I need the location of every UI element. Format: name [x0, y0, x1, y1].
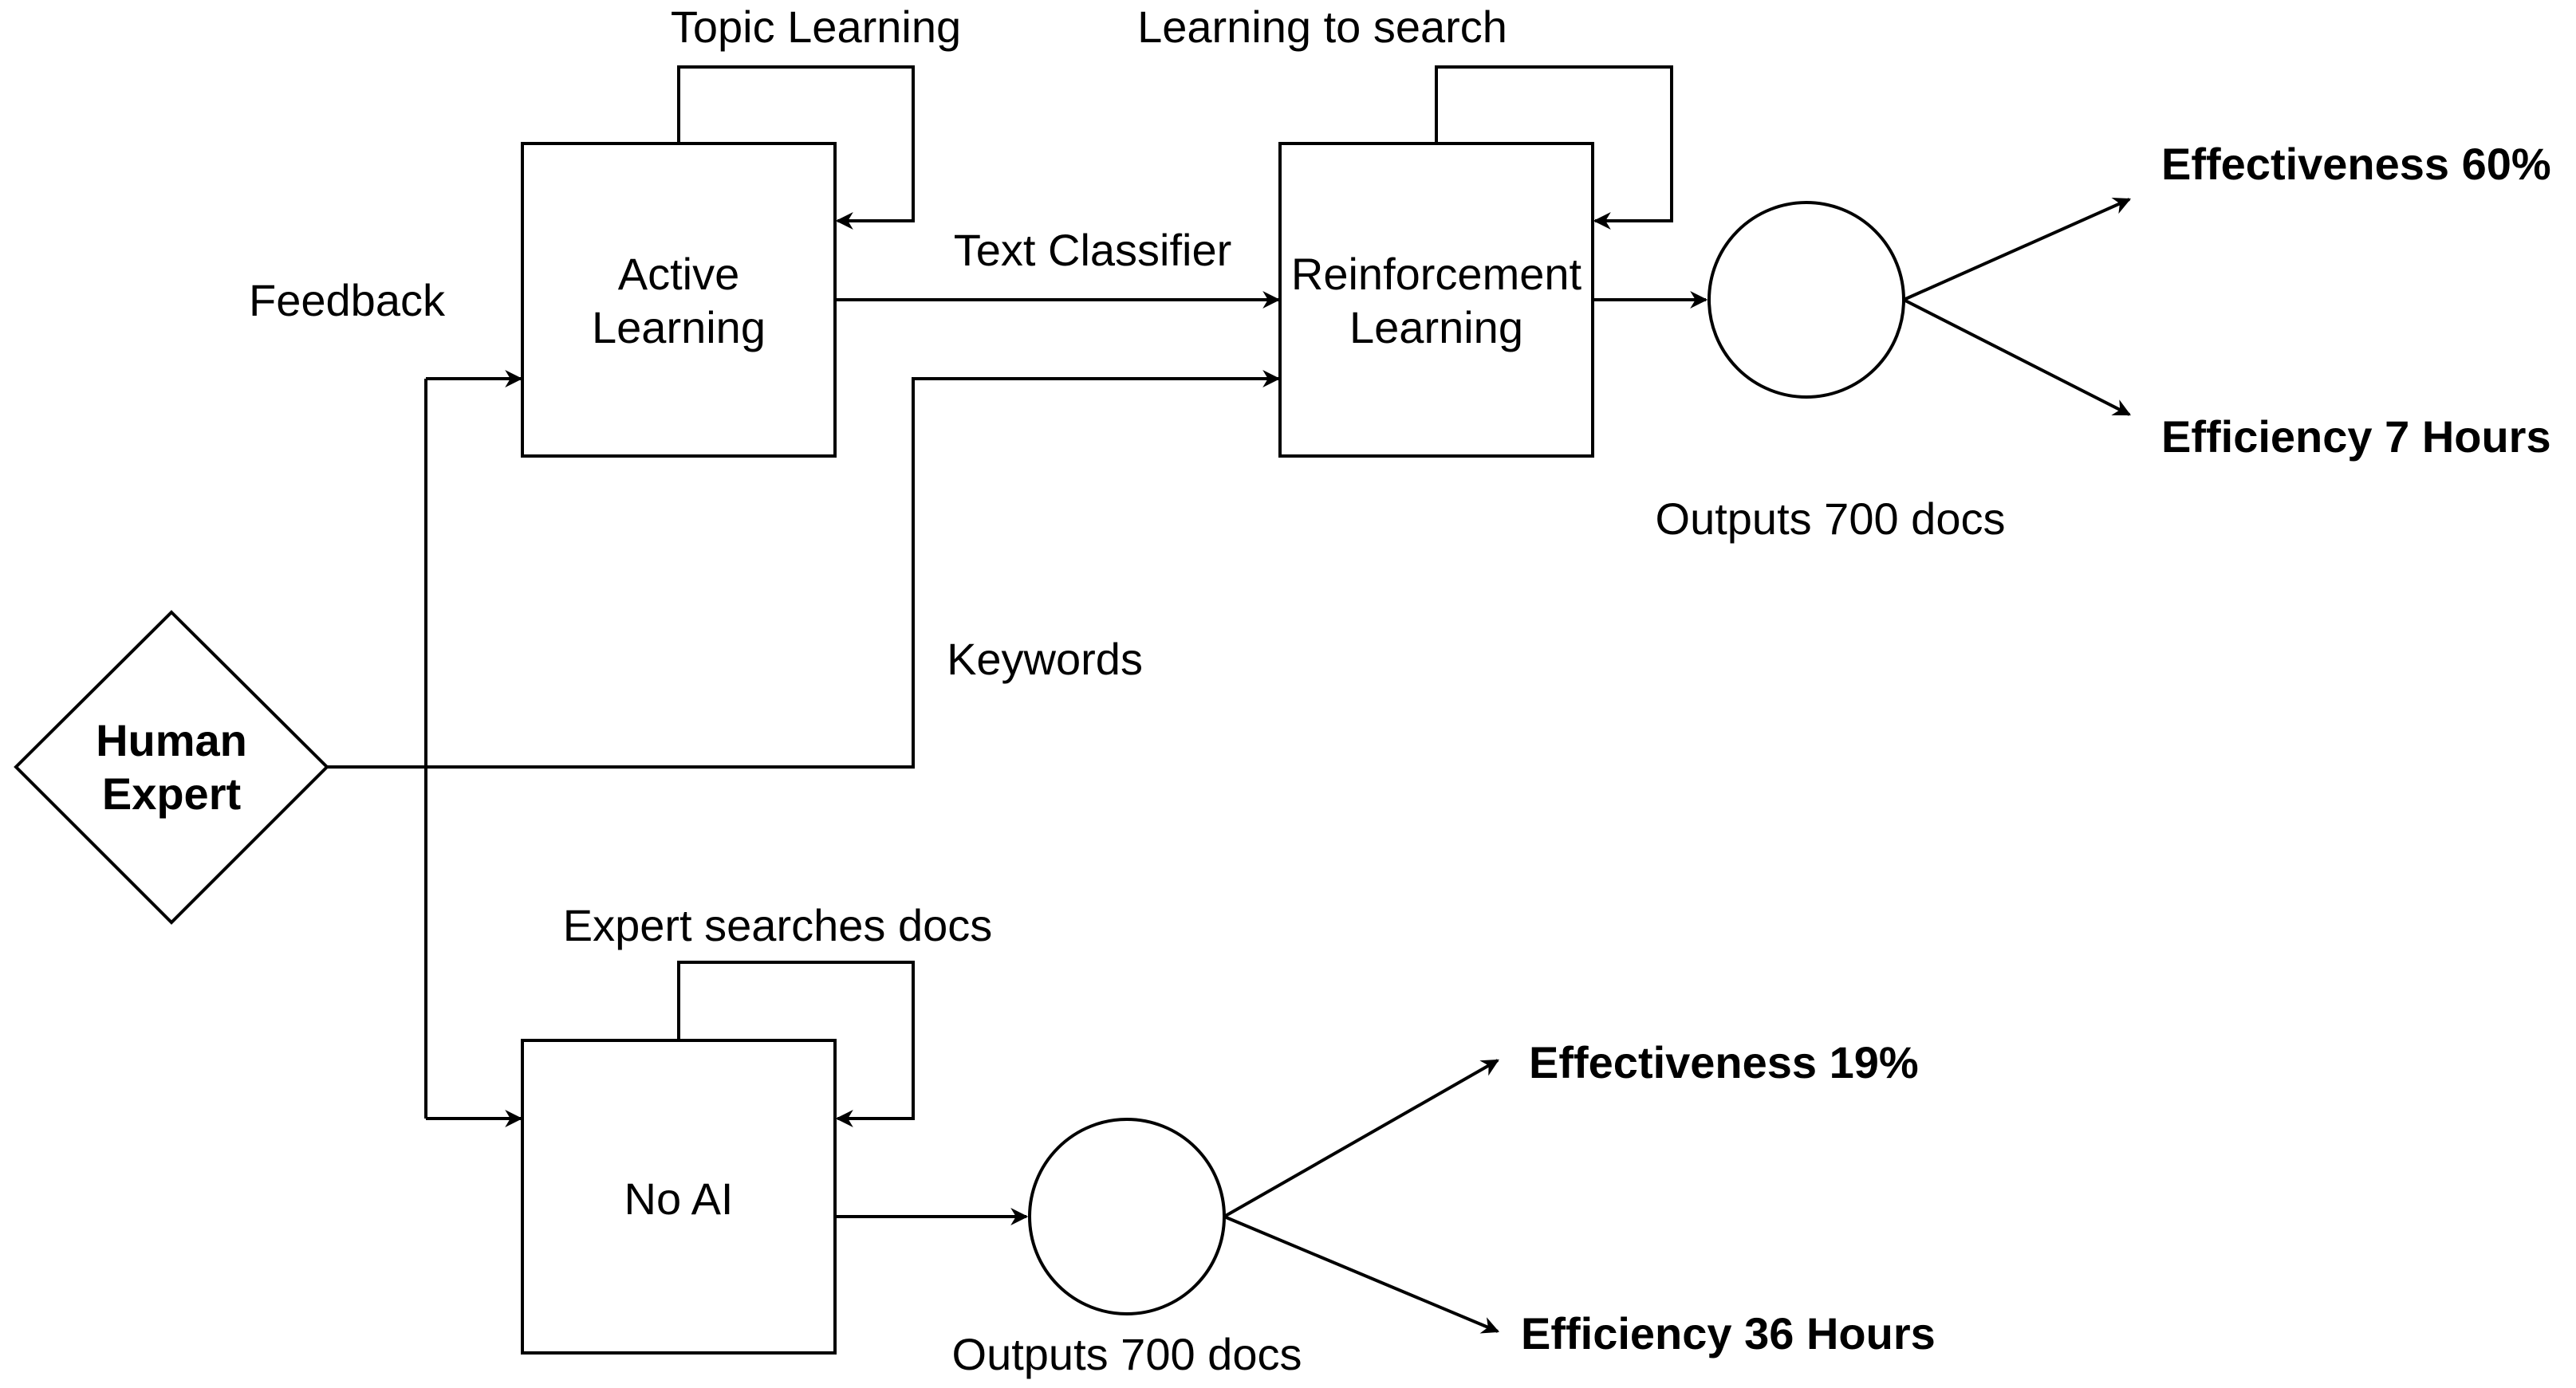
no-ai-efficiency-value: Efficiency 36 Hours	[1521, 1308, 1936, 1359]
keywords-label: Keywords	[947, 634, 1143, 684]
no-ai-output-node	[1028, 1118, 1226, 1315]
active-learning-label-line1: Active	[618, 249, 740, 299]
ai-output-node	[1707, 201, 1905, 399]
reinforcement-learning-label-line1: Reinforcement	[1291, 249, 1582, 299]
no-ai-node	[521, 1039, 837, 1355]
no-ai-outputs-docs-label: Outputs 700 docs	[952, 1329, 1302, 1379]
text-classifier-label: Text Classifier	[954, 225, 1232, 275]
ai-outputs-docs-label: Outputs 700 docs	[1656, 493, 2006, 544]
active-learning-label-line2: Learning	[592, 302, 766, 352]
human-expert-label-line2: Expert	[102, 769, 241, 819]
no-ai-effectiveness-value: Effectiveness 19%	[1529, 1037, 1919, 1087]
ai-effectiveness-arrow	[1903, 198, 2132, 301]
topic-learning-label: Topic Learning	[671, 2, 961, 52]
learning-to-search-loop-arrow	[1435, 65, 1673, 230]
ai-efficiency-arrow	[1903, 298, 2131, 416]
reinforcement-learning-label-line2: Learning	[1349, 302, 1523, 352]
human-expert-label-line1: Human	[96, 715, 247, 765]
keywords-arrow	[327, 370, 1281, 769]
learning-to-search-label: Learning to search	[1137, 2, 1507, 52]
topic-learning-loop-arrow	[677, 65, 915, 230]
ai-effectiveness-value: Effectiveness 60%	[2161, 139, 2551, 189]
feedback-label: Feedback	[249, 275, 446, 325]
no-ai-effectiveness-arrow	[1223, 1059, 1499, 1218]
ai-efficiency-value: Efficiency 7 Hours	[2161, 411, 2551, 462]
no-ai-label: No AI	[624, 1174, 734, 1224]
reinforcement-learning-node	[1278, 142, 1594, 458]
expert-searches-docs-label: Expert searches docs	[563, 900, 992, 950]
no-ai-efficiency-arrow	[1223, 1215, 1500, 1334]
expert-searches-docs-loop-arrow	[677, 961, 915, 1127]
human-expert-node	[14, 610, 329, 925]
active-learning-node	[521, 142, 837, 458]
